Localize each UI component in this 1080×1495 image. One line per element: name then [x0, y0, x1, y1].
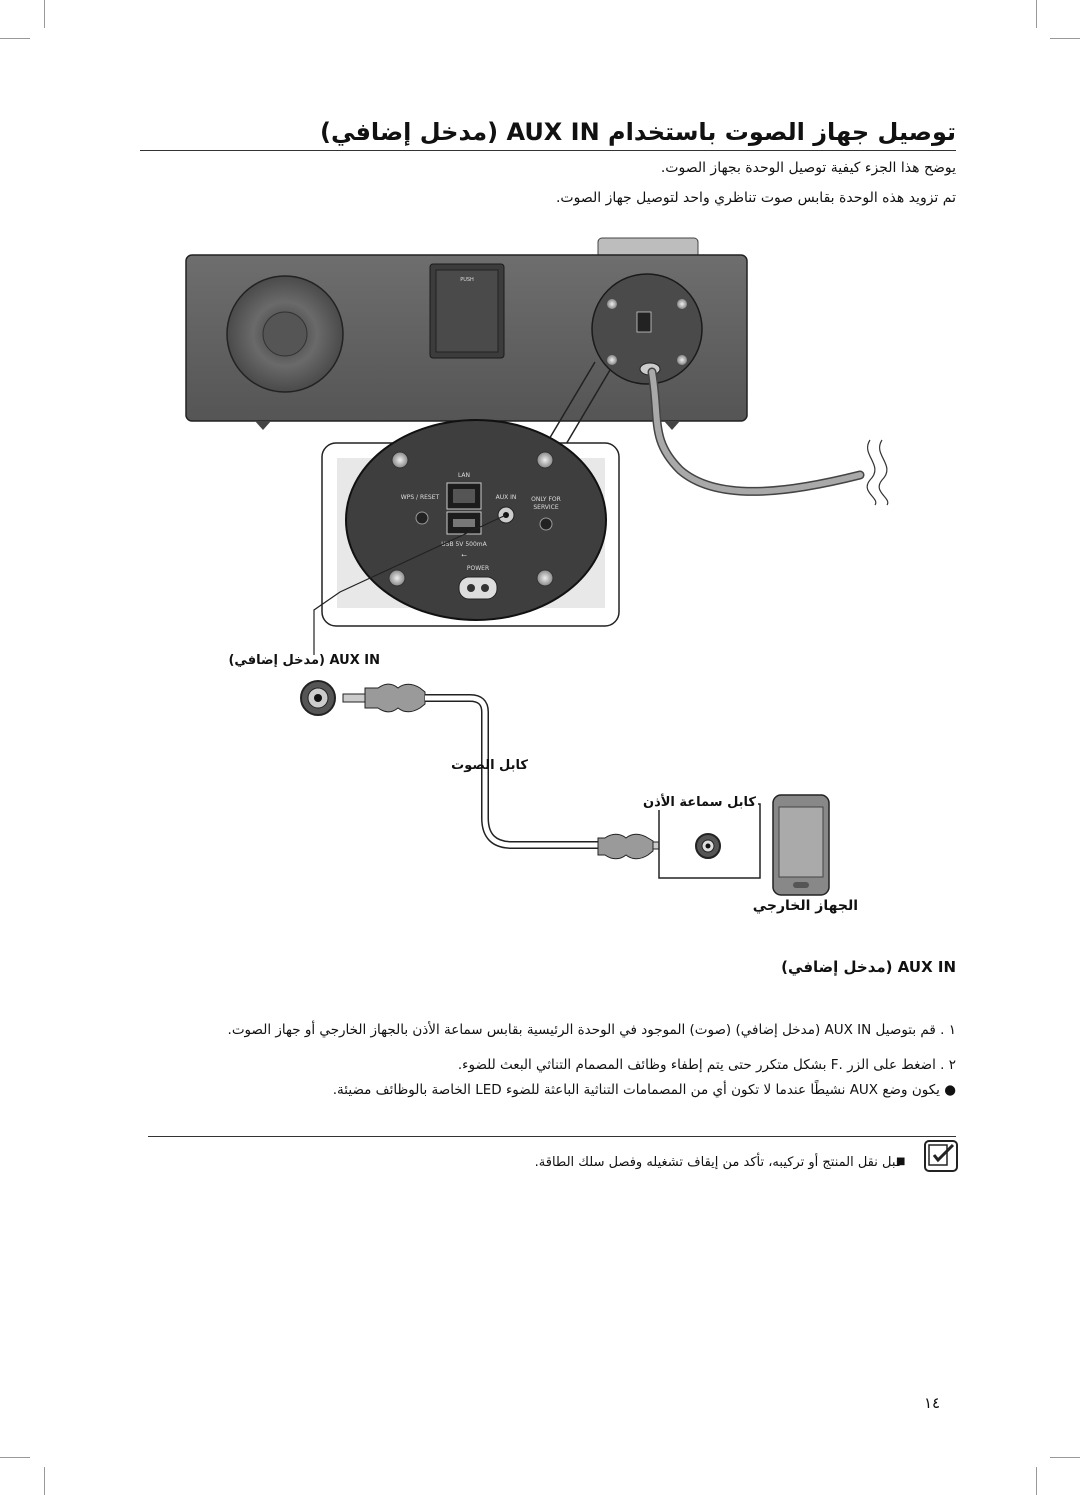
power-label: POWER — [467, 565, 489, 572]
external-device-label: الجهاز الخارجي — [752, 898, 858, 914]
screw — [391, 451, 409, 469]
screw — [388, 569, 406, 587]
small-ports — [636, 311, 652, 333]
unit-foot — [664, 421, 680, 430]
lan-port-inner — [453, 489, 475, 503]
crop-mark — [1050, 1457, 1080, 1458]
page-number: ١٤ — [924, 1394, 941, 1412]
wps-reset-button — [415, 511, 429, 525]
crop-mark — [1036, 0, 1037, 28]
headphone-cable-label: كابل سماعة الأذن — [640, 795, 758, 810]
crop-mark — [44, 1467, 45, 1495]
phone-jack-hole — [705, 843, 711, 849]
screw — [536, 569, 554, 587]
crop-mark — [0, 1457, 30, 1458]
screw — [536, 451, 554, 469]
aux-in-callout: AUX IN (مدخل إضافي) — [228, 653, 380, 668]
bullet-note: ● يكون وضع AUX نشيطًا عندما لا تكون أي م… — [56, 1082, 956, 1098]
usb-icon: ⭠ — [461, 551, 467, 559]
step-1: ١ . قم بتوصيل AUX IN (مدخل إضافي) (صوت) … — [227, 1022, 956, 1038]
smartphone-screen — [778, 806, 824, 878]
plug-body-phone — [597, 833, 654, 860]
service-port — [539, 517, 553, 531]
power-socket-hole — [467, 584, 475, 592]
screw — [677, 355, 687, 365]
intro-line-2: تم تزويد هذه الوحدة بقابس صوت تناظري واح… — [555, 190, 956, 206]
dock-door-inner — [435, 269, 499, 353]
zoom-line — [544, 361, 596, 447]
page-title: توصيل جهاز الصوت باستخدام AUX IN (مدخل إ… — [319, 118, 956, 146]
plug-body — [364, 683, 426, 713]
intro-line-1: يوضح هذا الجزء كيفية توصيل الوحدة بجهاز … — [660, 160, 956, 176]
zoom-line — [564, 369, 611, 447]
power-cable — [649, 369, 863, 495]
audio-cable-label: كابل الصوت — [451, 758, 528, 773]
note-divider — [148, 1136, 956, 1137]
cable-break-mark — [878, 439, 889, 506]
aux-in-port-label: AUX IN — [496, 494, 517, 501]
smartphone-home-button — [793, 882, 809, 888]
bullet-dot: ● — [939, 1082, 956, 1098]
aux-jack-hole — [314, 694, 322, 702]
power-socket-hole — [481, 584, 489, 592]
title-divider — [140, 150, 956, 151]
usb-label: USB 5V 500mA — [441, 541, 487, 548]
note-bullet: ■ — [896, 1156, 906, 1167]
note-text: قبل نقل المنتج أو تركيبه، تأكد من إيقاف … — [534, 1155, 902, 1170]
lan-label: LAN — [458, 472, 470, 479]
only-for-label: ONLY FOR — [531, 496, 561, 503]
cable-break-mark — [866, 439, 877, 506]
note-check-icon — [924, 1140, 958, 1172]
screw — [607, 299, 617, 309]
step-2: ٢ . اضغط على الزر .F بشكل متكرر حتى يتم … — [457, 1057, 956, 1073]
service-label: SERVICE — [533, 504, 559, 511]
section-heading: AUX IN (مدخل إضافي) — [781, 958, 956, 976]
connection-diagram: PUSH LAN WPS / RESET AUX IN ONLY FOR SER… — [185, 237, 889, 896]
crop-mark — [1036, 1467, 1037, 1495]
audio-cable — [425, 695, 598, 848]
power-socket — [458, 576, 498, 600]
bullet-text: يكون وضع AUX نشيطًا عندما لا تكون أي من … — [332, 1082, 940, 1098]
crop-mark — [1050, 38, 1080, 39]
unit-foot — [255, 421, 271, 430]
aux-leader-line — [313, 514, 507, 655]
crop-mark — [44, 0, 45, 28]
usb-port-inner — [453, 519, 475, 527]
wps-reset-label: WPS / RESET — [401, 494, 440, 501]
note-check-icon-graphic — [928, 1143, 955, 1166]
screw — [607, 355, 617, 365]
speaker-dome — [262, 311, 308, 357]
plug-tip — [342, 693, 366, 703]
screw — [677, 299, 687, 309]
push-label: PUSH — [460, 277, 474, 283]
crop-mark — [0, 38, 30, 39]
